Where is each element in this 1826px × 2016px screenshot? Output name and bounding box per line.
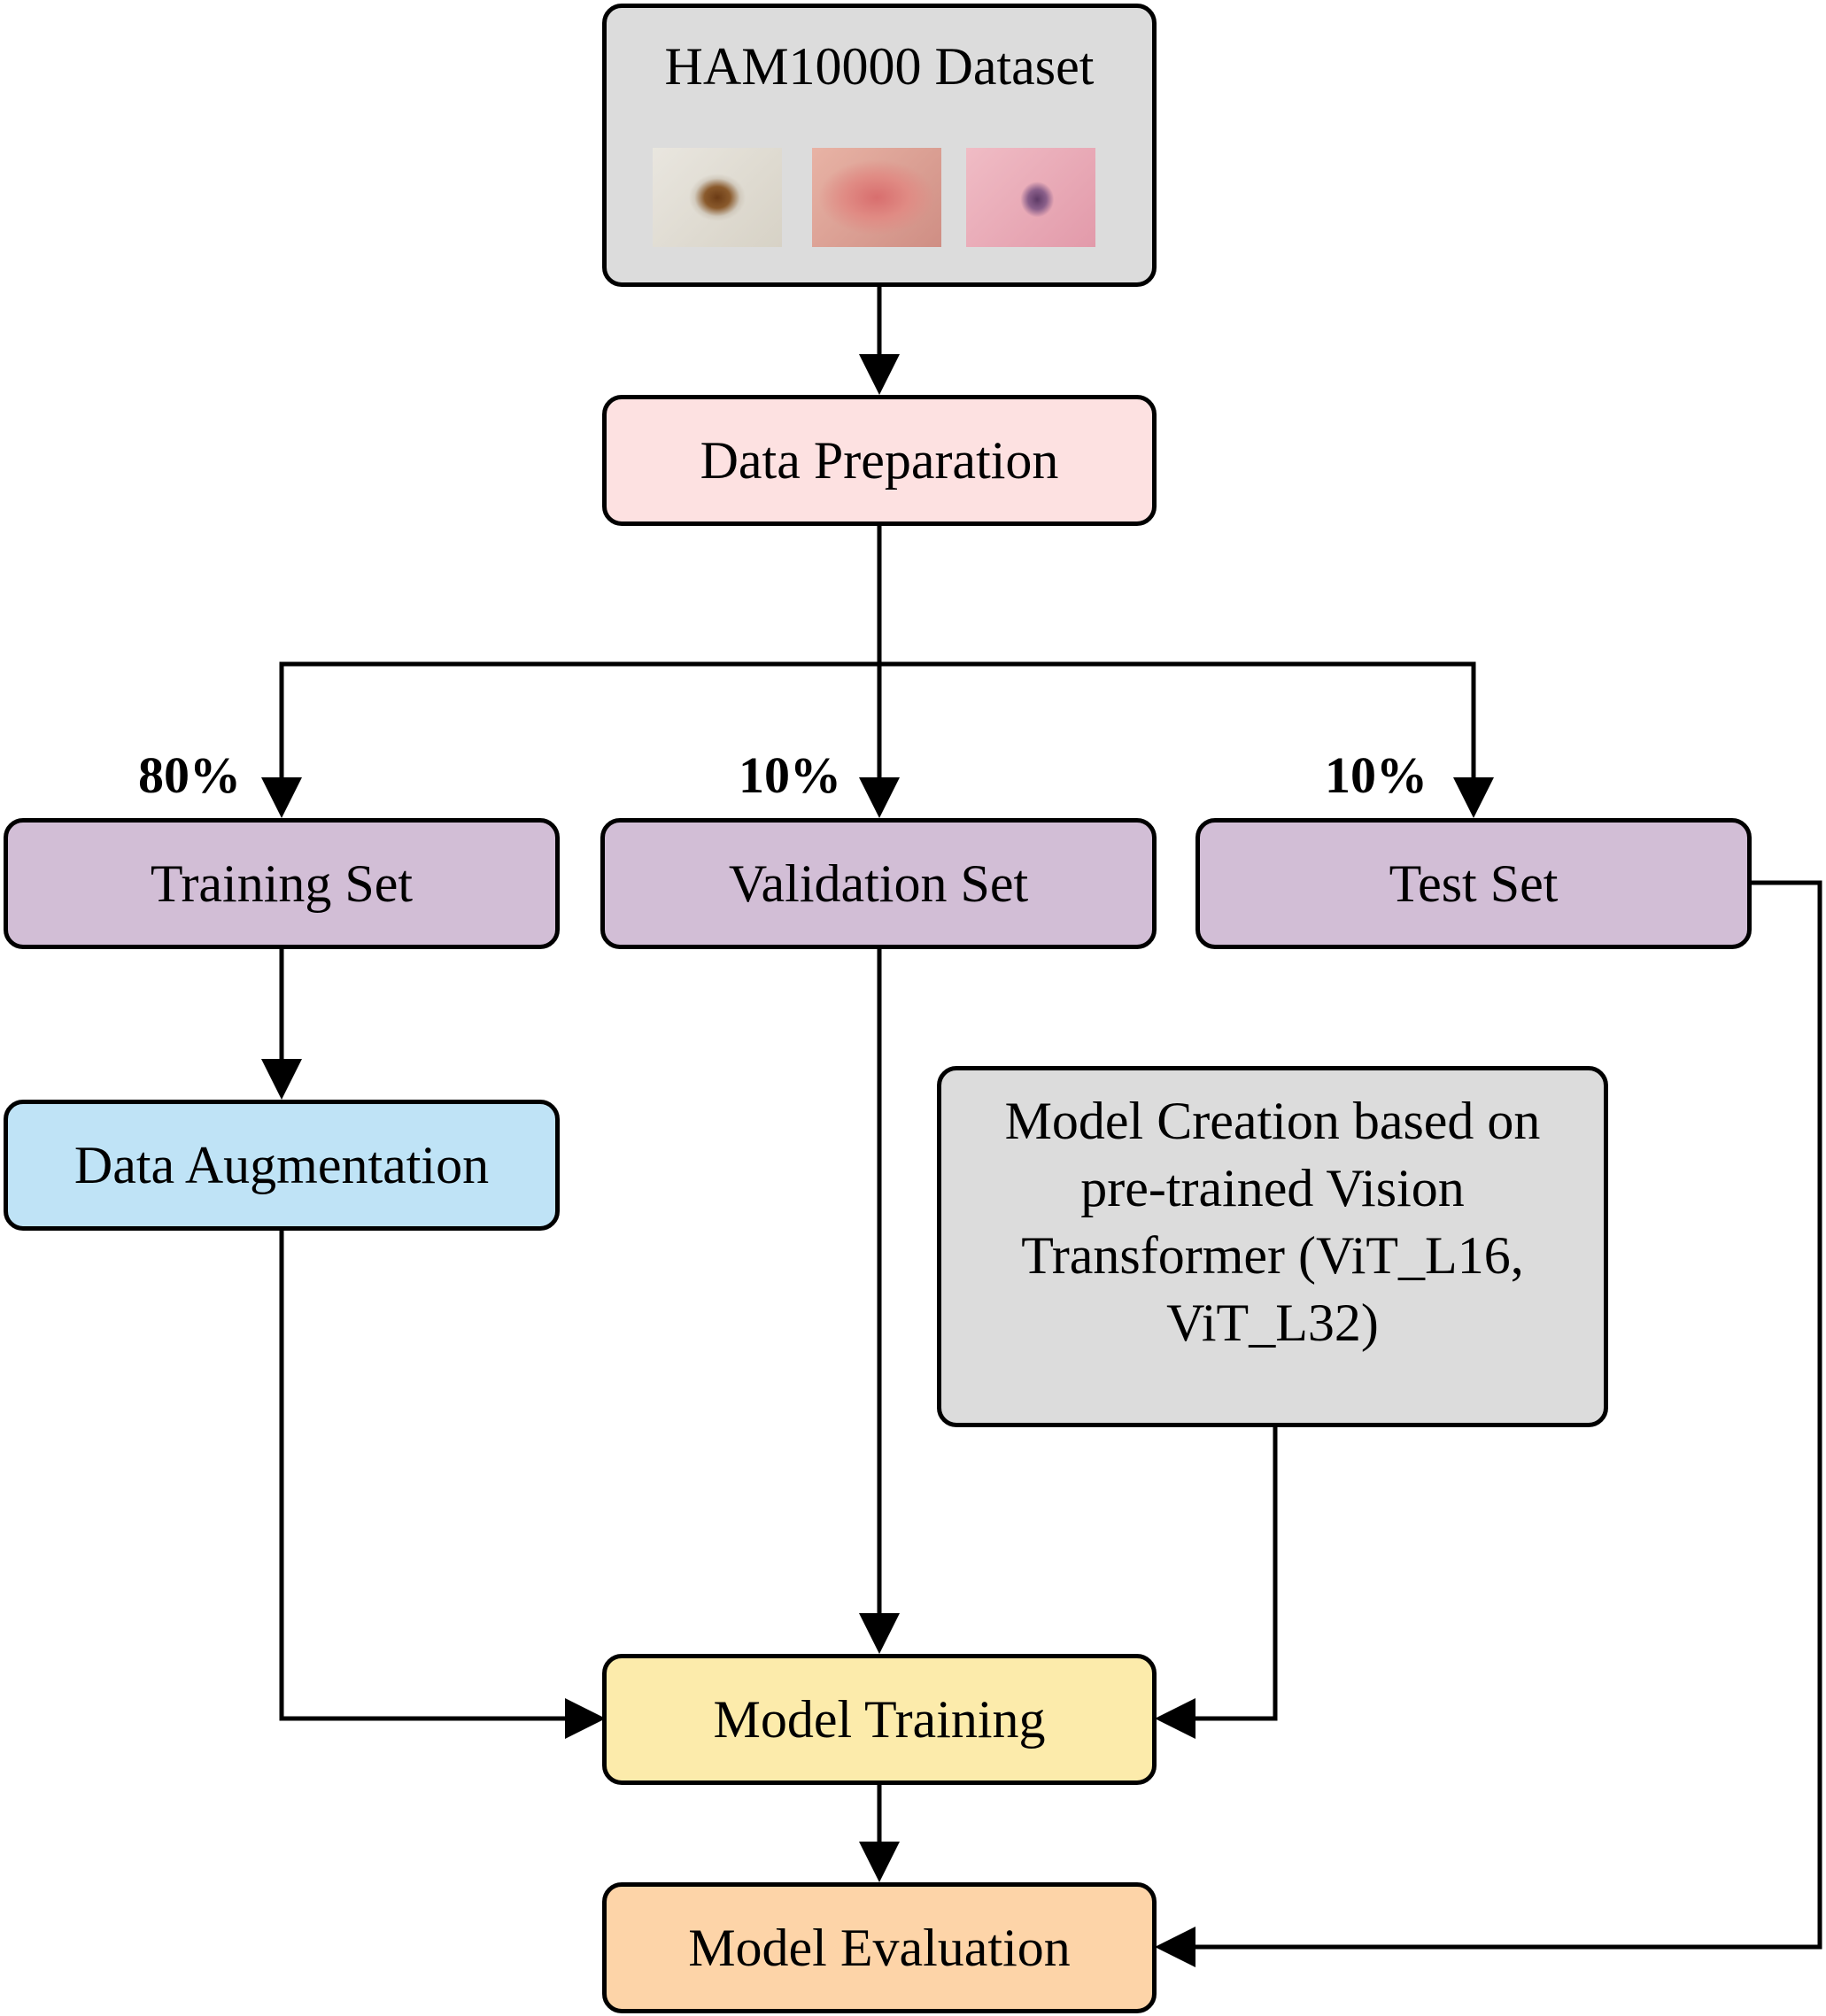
arrowhead — [261, 777, 302, 818]
validation-set-box: Validation Set — [600, 818, 1157, 949]
validation-split-label: 10% — [739, 746, 841, 804]
arrowhead — [1155, 1927, 1195, 1967]
line-augmentation-to-training — [279, 1229, 567, 1721]
arrowhead — [1453, 777, 1494, 818]
arrowhead — [565, 1698, 606, 1739]
model-evaluation-box: Model Evaluation — [602, 1882, 1157, 2013]
model-creation-box: Model Creation based on pre-trained Visi… — [937, 1066, 1608, 1427]
test-split-label: 10% — [1325, 746, 1428, 804]
data-augmentation-box: Data Augmentation — [4, 1100, 560, 1231]
lesion-image-3 — [966, 148, 1095, 247]
model-training-box: Model Training — [602, 1654, 1157, 1785]
arrowhead — [859, 1613, 900, 1654]
arrowhead — [261, 1059, 302, 1100]
arrowhead — [859, 354, 900, 395]
line-creation-to-training — [1194, 1425, 1278, 1721]
lesion-image-2 — [812, 148, 941, 247]
arrowhead — [859, 777, 900, 818]
dataset-box: HAM10000 Dataset — [602, 4, 1157, 287]
data-preparation-box: Data Preparation — [602, 395, 1157, 526]
arrowhead — [1155, 1698, 1195, 1739]
arrowhead — [859, 1842, 900, 1882]
training-split-label: 80% — [138, 746, 241, 804]
test-set-box: Test Set — [1195, 818, 1752, 949]
line-test-to-evaluation — [1194, 880, 1822, 1950]
lesion-image-1 — [653, 148, 782, 247]
dataset-title: HAM10000 Dataset — [664, 37, 1095, 96]
training-set-box: Training Set — [4, 818, 560, 949]
